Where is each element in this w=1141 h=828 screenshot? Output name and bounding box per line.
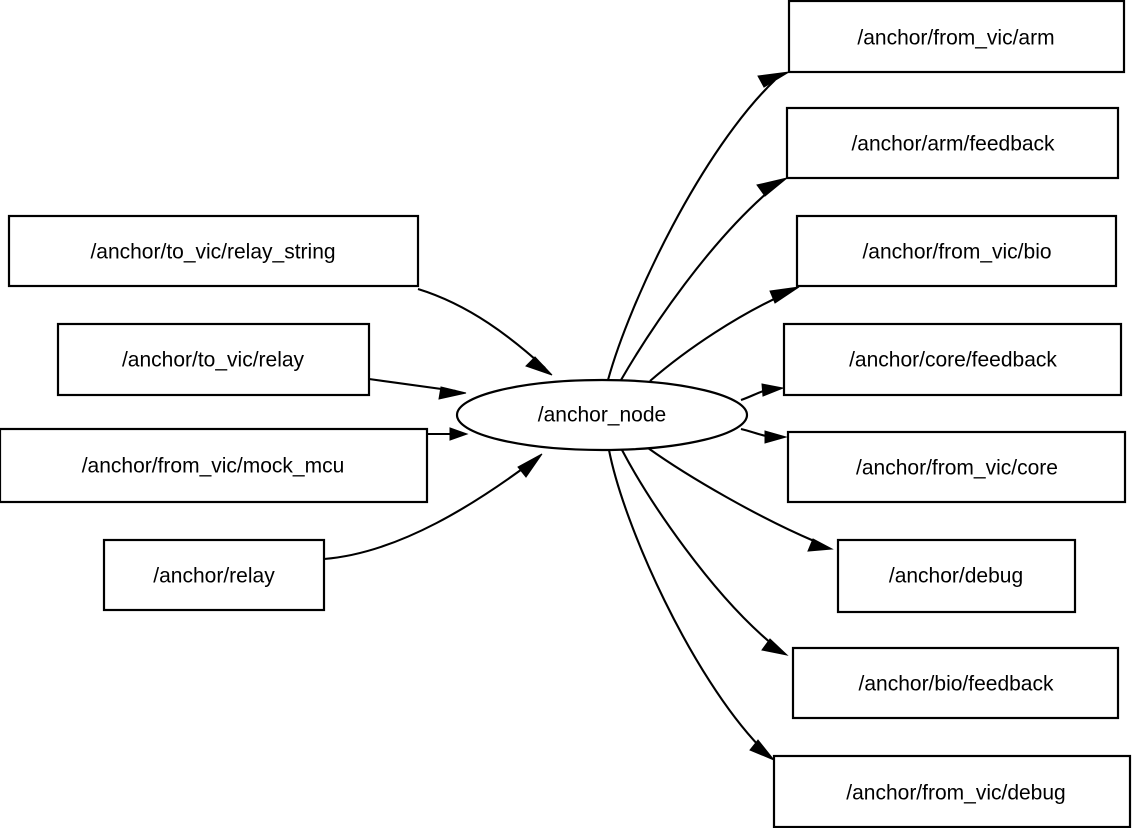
arrowhead-icon bbox=[438, 386, 467, 400]
edge-path bbox=[740, 427, 767, 438]
arrowhead-icon bbox=[525, 356, 553, 376]
node-from-vic-debug[interactable]: /anchor/from_vic/debug bbox=[772, 754, 1132, 828]
node-box bbox=[772, 754, 1132, 828]
arrowhead-icon bbox=[517, 453, 543, 478]
arrowhead-icon bbox=[757, 71, 790, 88]
node-from-vic-arm[interactable]: /anchor/from_vic/arm bbox=[787, 0, 1126, 74]
edge-path bbox=[323, 460, 534, 561]
edge-path bbox=[606, 79, 776, 381]
arrowhead-icon bbox=[769, 286, 800, 304]
edge-from-vic-debug[interactable] bbox=[607, 449, 775, 761]
edge-path bbox=[607, 449, 761, 748]
node-box bbox=[56, 322, 371, 397]
edge-from-vic-mock-mcu[interactable] bbox=[427, 427, 469, 441]
node-to-vic-relay-string[interactable]: /anchor/to_vic/relay_string bbox=[7, 214, 420, 288]
node-box bbox=[795, 214, 1118, 288]
node-box bbox=[7, 214, 420, 288]
edge-core-feedback[interactable] bbox=[740, 383, 785, 401]
edge-from-vic-core[interactable] bbox=[740, 427, 788, 444]
node-relay[interactable]: /anchor/relay bbox=[102, 538, 326, 612]
subscriber-nodes: /anchor/from_vic/arm /anchor/arm/feedbac… bbox=[772, 0, 1132, 828]
edge-arm-feedback[interactable] bbox=[620, 177, 788, 381]
node-box bbox=[785, 106, 1120, 180]
edge-path bbox=[621, 449, 773, 645]
node-to-vic-relay[interactable]: /anchor/to_vic/relay bbox=[56, 322, 371, 397]
node-box bbox=[786, 430, 1127, 504]
edge-group-outgoing bbox=[606, 71, 834, 761]
node-from-vic-bio[interactable]: /anchor/from_vic/bio bbox=[795, 214, 1118, 288]
arrowhead-icon bbox=[764, 430, 788, 444]
node-from-vic-mock-mcu[interactable]: /anchor/from_vic/mock_mcu bbox=[0, 427, 429, 504]
edge-from-vic-bio[interactable] bbox=[649, 286, 800, 382]
arrowhead-icon bbox=[749, 739, 775, 761]
node-anchor-node[interactable]: /anchor_node bbox=[455, 378, 749, 452]
edge-relay[interactable] bbox=[323, 453, 543, 561]
node-box bbox=[0, 427, 429, 504]
edge-to-vic-relay-string[interactable] bbox=[417, 287, 553, 376]
arrowhead-icon bbox=[807, 538, 834, 552]
publisher-nodes: /anchor/to_vic/relay_string /anchor/to_v… bbox=[0, 214, 429, 612]
edge-debug[interactable] bbox=[647, 447, 834, 552]
node-debug[interactable]: /anchor/debug bbox=[836, 538, 1077, 614]
arrowhead-icon bbox=[756, 177, 788, 197]
edge-bio-feedback[interactable] bbox=[621, 449, 789, 656]
node-box bbox=[782, 322, 1123, 397]
node-box bbox=[791, 646, 1120, 720]
edge-path bbox=[649, 293, 786, 382]
node-core-feedback[interactable]: /anchor/core/feedback bbox=[782, 322, 1123, 397]
edge-path bbox=[620, 185, 776, 381]
node-from-vic-core[interactable]: /anchor/from_vic/core bbox=[786, 430, 1127, 504]
node-box bbox=[102, 538, 326, 612]
node-arm-feedback[interactable]: /anchor/arm/feedback bbox=[785, 106, 1120, 180]
node-bio-feedback[interactable]: /anchor/bio/feedback bbox=[791, 646, 1120, 720]
node-ellipse bbox=[455, 378, 749, 452]
edge-group-incoming bbox=[323, 287, 553, 561]
node-box bbox=[836, 538, 1077, 614]
edge-to-vic-relay[interactable] bbox=[368, 377, 467, 400]
arrowhead-icon bbox=[449, 427, 469, 441]
edge-path bbox=[647, 447, 815, 542]
edge-from-vic-arm[interactable] bbox=[606, 71, 790, 381]
node-box bbox=[787, 0, 1126, 74]
arrowhead-icon bbox=[761, 383, 785, 397]
edge-path bbox=[417, 287, 546, 369]
arrowhead-icon bbox=[761, 638, 789, 656]
